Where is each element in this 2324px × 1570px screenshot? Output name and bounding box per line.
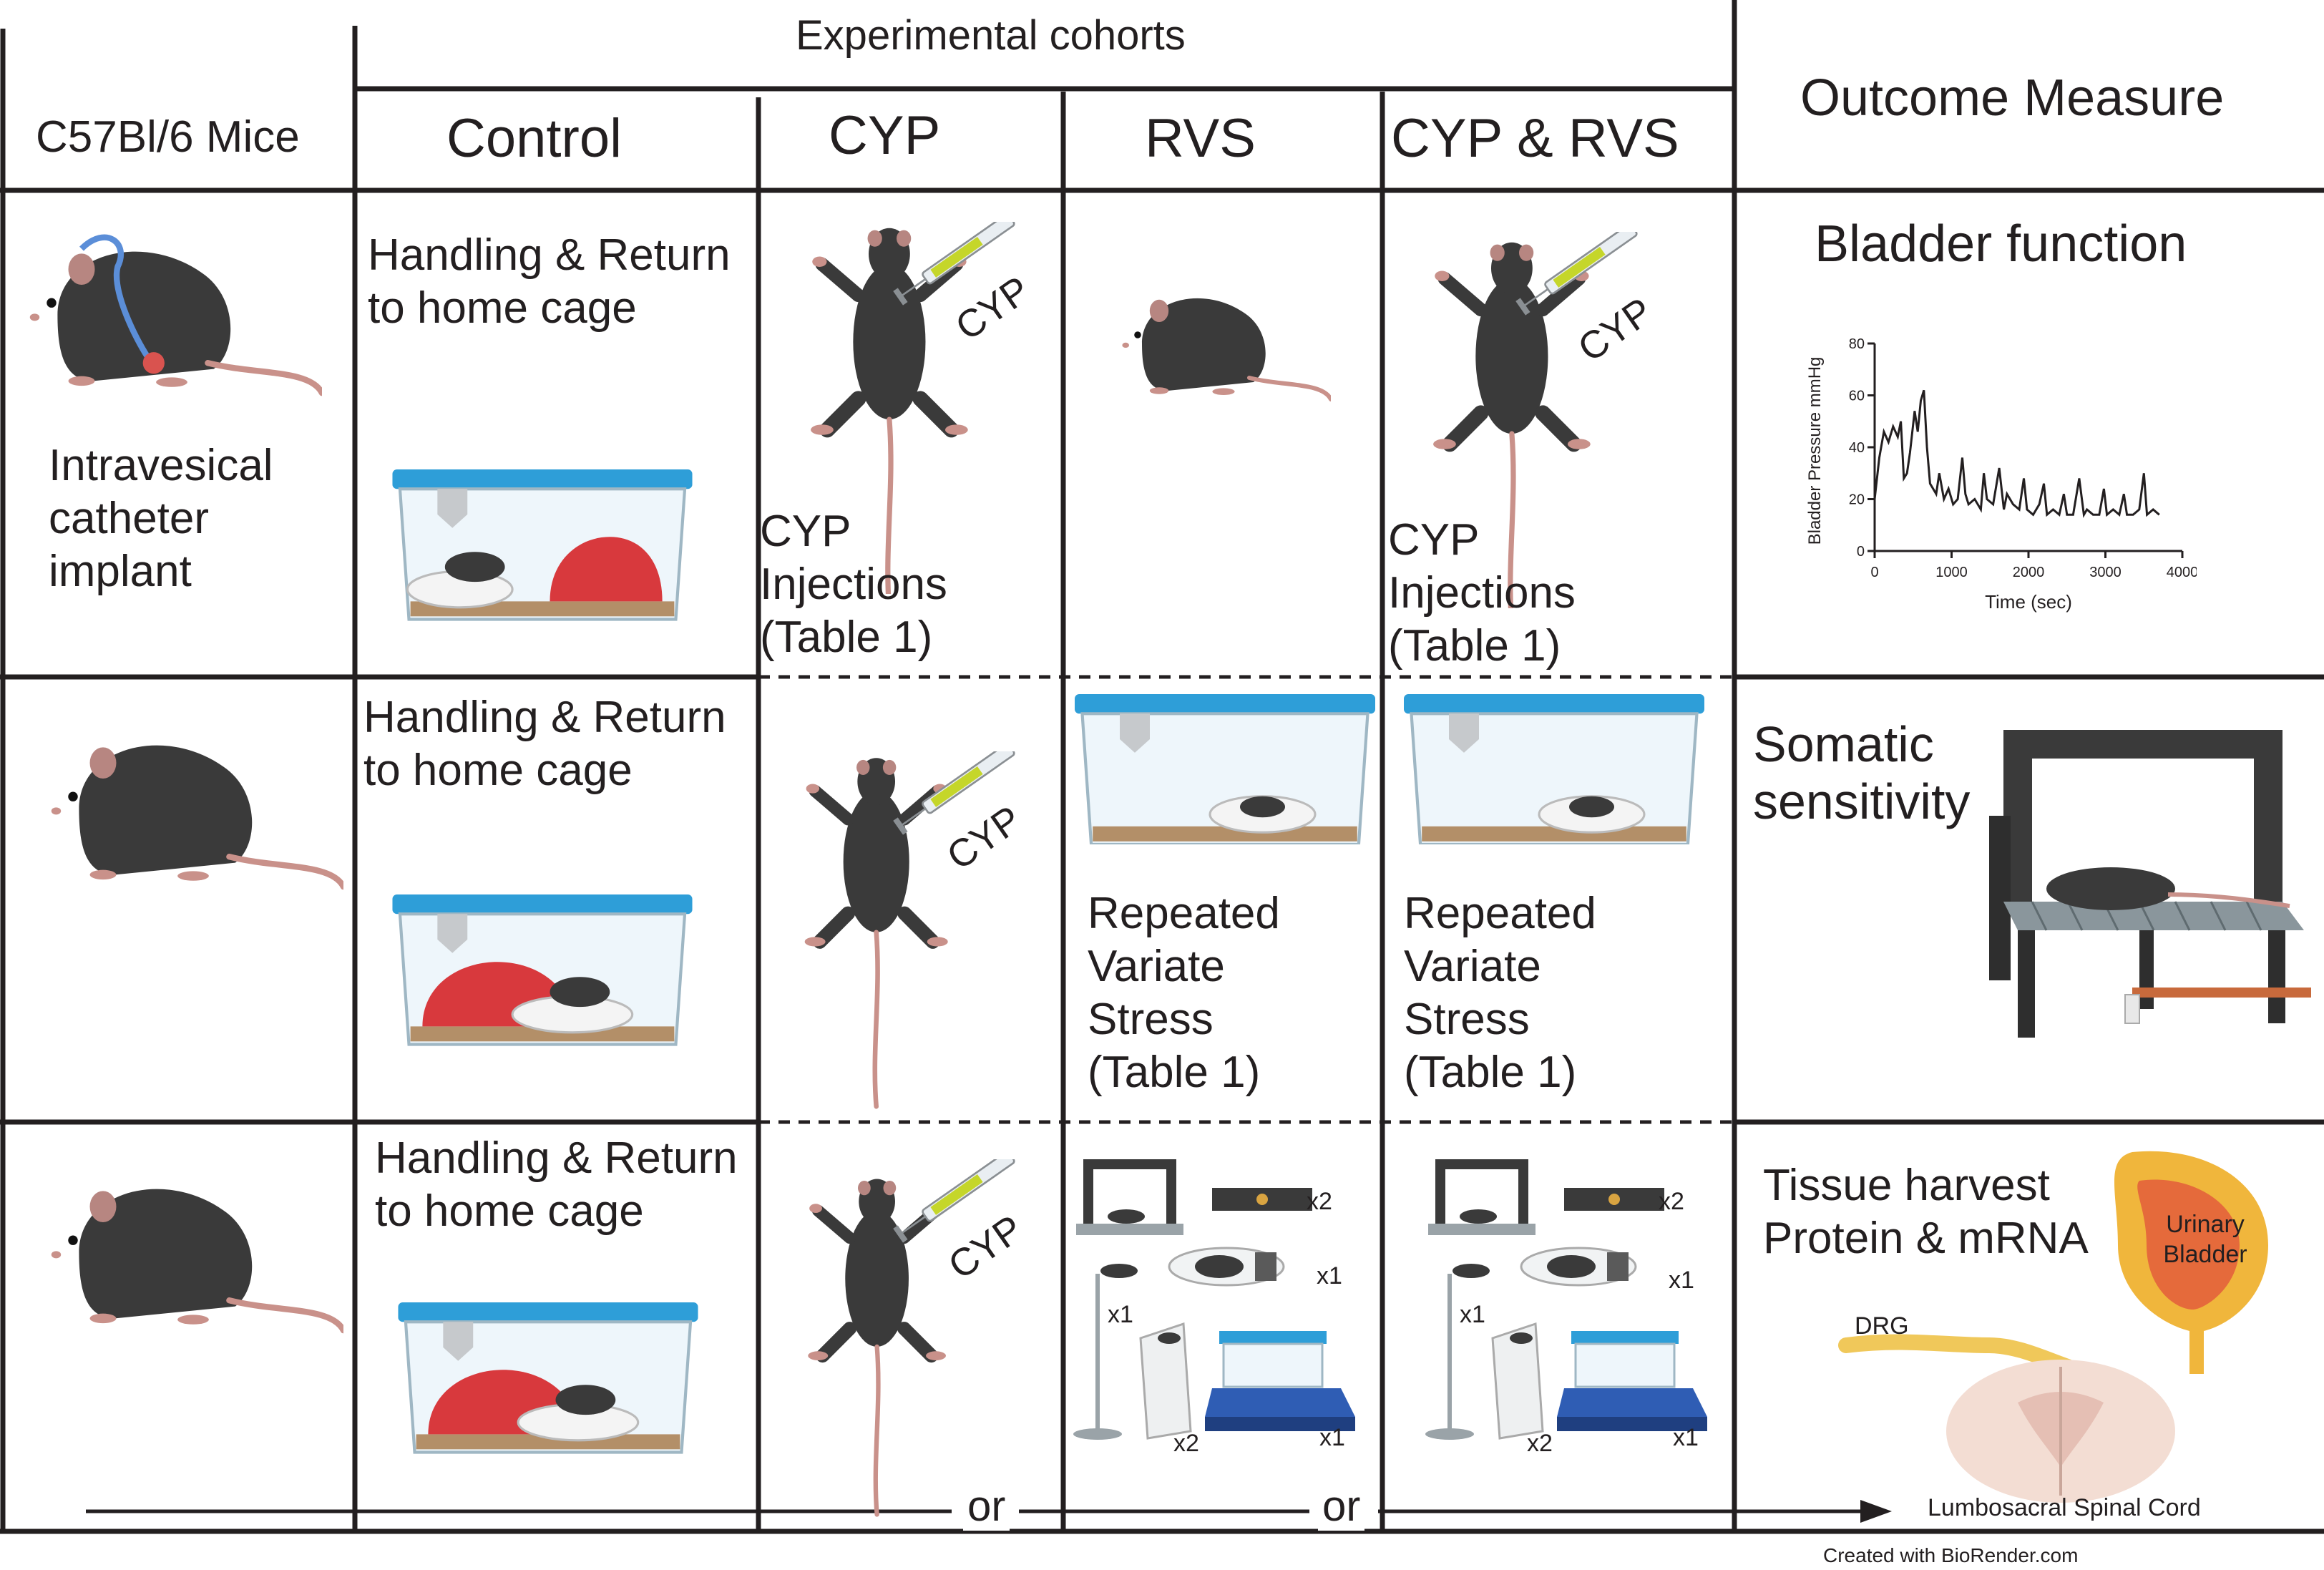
stress-count-rvs-5: x1 — [1319, 1424, 1345, 1451]
bladder-label-line-2: Bladder — [2163, 1241, 2247, 1268]
cyp-injections-label: CYP Injections (Table 1) — [760, 505, 947, 664]
chart-y-tick-label: 20 — [1849, 492, 1865, 508]
cyp-rvs-injections-line-2: Injections — [1388, 568, 1576, 618]
cyp-rvs-cage-image — [1404, 694, 1704, 844]
bladder-pressure-chart: 0 1000 2000 3000 4000 0 20 40 60 80 Time (sec) Bl… — [1805, 336, 2197, 613]
col-header-cyp-rvs: CYP & RVS — [1391, 108, 1679, 169]
cyp-injections-line-2: Injections — [760, 560, 947, 609]
rvs-stress-label: Repeated Variate Stress (Table 1) — [1088, 887, 1280, 1099]
stress-count-combo-3: x1 — [1460, 1301, 1485, 1328]
or-label-2: or — [1318, 1481, 1365, 1531]
stress-count-rvs-4: x2 — [1173, 1430, 1199, 1457]
stressor-icons-cyp-rvs — [1425, 1159, 1707, 1440]
cyp-rvs-stress-line-4: (Table 1) — [1404, 1048, 1577, 1097]
control-row3-label: Handling & Return to home cage — [375, 1132, 738, 1238]
stress-count-combo-1: x2 — [1659, 1188, 1684, 1215]
stress-count-rvs-1: x2 — [1307, 1188, 1332, 1215]
chart-ticks: 0 1000 2000 3000 4000 0 20 40 60 80 — [1849, 336, 2197, 580]
mouse-catheter-image — [21, 234, 322, 408]
rvs-stress-line-2: Variate — [1088, 942, 1225, 991]
experimental-cohorts-header: Experimental cohorts — [796, 12, 1186, 59]
home-cage-row3-image — [398, 1302, 698, 1460]
catheter-label-line-2: catheter — [49, 494, 210, 543]
home-cage-row2-image — [392, 894, 693, 1052]
rvs-stress-line-4: (Table 1) — [1088, 1048, 1261, 1097]
cyp-rvs-injections-line-3: (Table 1) — [1388, 621, 1561, 671]
control-row1-line-2: to home cage — [368, 283, 637, 333]
rvs-mouse-image — [1116, 265, 1331, 422]
chart-x-tick-label: 1000 — [1935, 565, 1968, 580]
col-header-cyp: CYP — [829, 105, 941, 166]
chart-x-tick-label: 3000 — [2089, 565, 2122, 580]
home-cage-image — [392, 469, 693, 627]
chart-y-tick-label: 80 — [1849, 336, 1865, 352]
somatic-line-1: Somatic — [1753, 716, 1934, 772]
chart-y-tick-label: 60 — [1849, 389, 1865, 404]
control-row3-line-2: to home cage — [375, 1186, 644, 1236]
stress-count-rvs-3: x1 — [1108, 1301, 1133, 1328]
rvs-stress-line-1: Repeated — [1088, 889, 1280, 938]
col-header-control: Control — [446, 108, 622, 169]
stressor-icons-rvs — [1073, 1159, 1355, 1440]
tissue-harvest-line-1: Tissue harvest — [1763, 1161, 2050, 1210]
tissue-harvest-label: Tissue harvest Protein & mRNA — [1763, 1159, 2089, 1265]
control-row2-label: Handling & Return to home cage — [363, 691, 726, 797]
mouse-row2-image — [43, 716, 343, 902]
cyp-injections-line-3: (Table 1) — [760, 613, 933, 662]
control-row2-line-2: to home cage — [363, 746, 633, 795]
chart-y-label: Bladder Pressure mmHg — [1805, 357, 1825, 545]
or-label-1: or — [963, 1481, 1010, 1531]
chart-x-tick-label: 0 — [1870, 565, 1878, 580]
catheter-label-line-1: Intravesical — [49, 441, 273, 490]
somatic-sensitivity-label: Somatic sensitivity — [1753, 716, 1970, 830]
control-row1-label: Handling & Return to home cage — [368, 229, 731, 335]
cyp-rvs-injections-line-1: CYP — [1388, 515, 1480, 565]
catheter-implant-label: Intravesical catheter implant — [49, 439, 273, 598]
col-header-rvs: RVS — [1145, 108, 1256, 169]
cyp-injections-line-1: CYP — [760, 507, 851, 556]
chart-series-line — [1873, 389, 2160, 518]
mouse-row3-image — [43, 1159, 343, 1345]
cyp-rvs-stress-line-3: Stress — [1404, 995, 1530, 1044]
chart-x-label: Time (sec) — [1985, 591, 2072, 613]
bladder-function-label: Bladder function — [1815, 215, 2187, 273]
cyp-rvs-stress-line-2: Variate — [1404, 942, 1541, 991]
stress-count-combo-2: x1 — [1669, 1267, 1694, 1294]
stress-count-combo-5: x1 — [1673, 1424, 1699, 1451]
spinal-cord-label: Lumbosacral Spinal Cord — [1928, 1494, 2201, 1521]
rvs-stress-line-3: Stress — [1088, 995, 1214, 1044]
stress-count-combo-4: x2 — [1527, 1430, 1553, 1457]
catheter-label-line-3: implant — [49, 547, 192, 596]
bladder-spinal-cord-image — [1838, 1151, 2268, 1503]
control-row2-line-1: Handling & Return — [363, 693, 726, 742]
outcome-measure-header: Outcome Measure — [1800, 69, 2225, 127]
tissue-harvest-line-2: Protein & mRNA — [1763, 1214, 2089, 1263]
biorender-credit: Created with BioRender.com — [1823, 1544, 2079, 1566]
urinary-bladder-label: Urinary Bladder — [2155, 1209, 2255, 1269]
bladder-label-line-1: Urinary — [2166, 1211, 2245, 1238]
cyp-rvs-injections-label: CYP Injections (Table 1) — [1388, 514, 1576, 673]
control-row3-line-1: Handling & Return — [375, 1133, 738, 1183]
drg-label: DRG — [1855, 1312, 1909, 1340]
rvs-cage-image — [1075, 694, 1375, 844]
somatic-line-2: sensitivity — [1753, 774, 1971, 829]
chart-axes — [1873, 343, 2182, 552]
chart-y-tick-label: 0 — [1857, 544, 1865, 560]
chart-x-tick-label: 2000 — [2013, 565, 2045, 580]
von-frey-apparatus-image — [1989, 730, 2311, 1038]
stress-count-rvs-2: x1 — [1317, 1262, 1342, 1289]
control-row1-line-1: Handling & Return — [368, 230, 731, 280]
mice-header: C57Bl/6 Mice — [36, 112, 300, 162]
chart-y-tick-label: 40 — [1849, 440, 1865, 456]
chart-x-tick-label: 4000 — [2167, 565, 2197, 580]
cyp-rvs-stress-line-1: Repeated — [1404, 889, 1596, 938]
cyp-rvs-stress-label: Repeated Variate Stress (Table 1) — [1404, 887, 1596, 1099]
